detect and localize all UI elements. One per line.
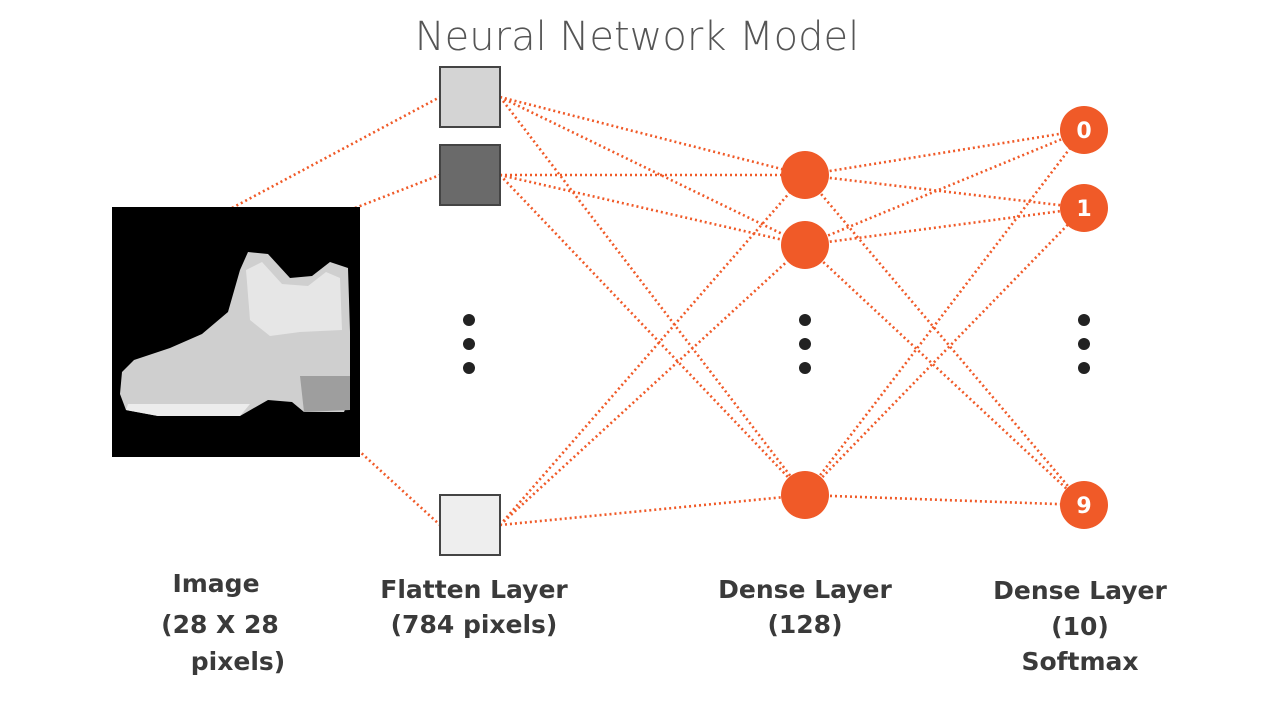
flatten-pixel-light xyxy=(439,66,501,128)
flatten-to-dense-connections xyxy=(498,95,807,527)
flatten-layer xyxy=(439,66,501,556)
dense-node xyxy=(781,471,829,519)
output-node-0 xyxy=(1060,106,1108,154)
dense-node xyxy=(781,221,829,269)
image-caption: Image (28 X 28 pixels) xyxy=(161,569,285,676)
ankle-boot-icon xyxy=(120,252,350,416)
output-node-1-label: 1 xyxy=(1076,197,1091,222)
dense10-caption-line-3: Softmax xyxy=(1021,647,1138,676)
dense10-caption-line-1: Dense Layer xyxy=(993,576,1167,605)
flatten-caption-line-1: Flatten Layer xyxy=(380,575,568,604)
flatten-ellipsis xyxy=(463,314,475,374)
dense-ellipsis xyxy=(799,314,811,374)
flatten-pixel-dark xyxy=(439,144,501,206)
dense128-caption-line-2: (128) xyxy=(767,610,842,639)
output-node-9-label: 9 xyxy=(1076,494,1091,519)
image-caption-line-3: pixels) xyxy=(191,647,285,676)
dense-node xyxy=(781,151,829,199)
output-layer: 0 1 9 xyxy=(1060,106,1108,529)
output-ellipsis xyxy=(1078,314,1090,374)
output-node-9 xyxy=(1060,481,1108,529)
dense10-caption: Dense Layer (10) Softmax xyxy=(993,576,1167,676)
dense10-caption-line-2: (10) xyxy=(1051,612,1109,641)
dense128-caption: Dense Layer (128) xyxy=(718,575,892,639)
image-caption-line-1: Image xyxy=(172,569,259,598)
dense128-caption-line-1: Dense Layer xyxy=(718,575,892,604)
flatten-caption-line-2: (784 pixels) xyxy=(391,610,558,639)
image-caption-line-2: (28 X 28 xyxy=(161,610,279,639)
diagram-title: Neural Network Model xyxy=(415,14,860,60)
dense-layer-128 xyxy=(781,151,829,519)
output-node-1 xyxy=(1060,184,1108,232)
flatten-pixel-pale xyxy=(439,494,501,556)
dense-to-output-connections xyxy=(803,128,1086,507)
image-to-flatten-connections xyxy=(231,95,441,526)
input-image xyxy=(112,207,360,457)
flatten-caption: Flatten Layer (784 pixels) xyxy=(380,575,568,639)
output-node-0-label: 0 xyxy=(1076,119,1091,144)
